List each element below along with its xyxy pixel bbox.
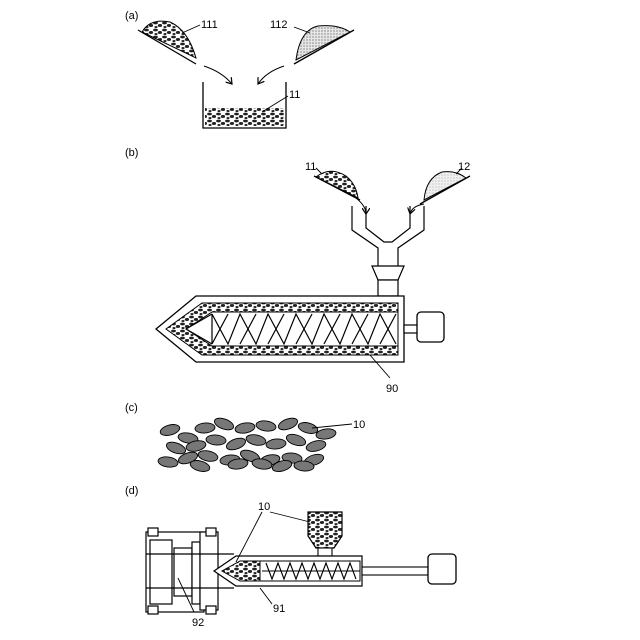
panel-d-label: (d) (125, 485, 138, 497)
ref-numeral-111: 111 (201, 19, 218, 31)
ref-numeral-11-b: 11 (305, 161, 316, 173)
input-pile-12 (420, 172, 470, 204)
pellet (195, 422, 216, 434)
ref-numeral-12: 12 (458, 161, 470, 173)
pellet (315, 428, 336, 441)
pellet (206, 434, 227, 446)
extruder-barrel (156, 296, 404, 362)
pellet (159, 423, 181, 438)
ref-numeral-11-a: 11 (289, 89, 300, 101)
hopper-throat (378, 280, 398, 296)
pellet-group (157, 416, 336, 474)
hopper (372, 266, 404, 280)
leader-line-10d-b (270, 512, 310, 522)
injection-shaft (362, 567, 428, 575)
powder-pile-left (138, 21, 196, 64)
leader-line-10c (312, 424, 352, 428)
pellet (277, 416, 299, 432)
ref-numeral-10-c: 10 (353, 419, 365, 431)
leader-line-10d-a (236, 512, 262, 562)
injection-motor (428, 554, 456, 584)
ref-numeral-112: 112 (270, 19, 288, 31)
arrow-right-to-container (258, 66, 284, 84)
pellet (157, 456, 178, 469)
ref-numeral-92: 92 (192, 617, 204, 629)
ref-numeral-90: 90 (386, 383, 398, 395)
arrow-feed-left (356, 198, 366, 214)
leader-line-91 (260, 588, 272, 604)
panel-b-label: (b) (125, 147, 138, 159)
input-pile-11 (314, 171, 360, 200)
leader-line-111 (182, 25, 200, 33)
panel-a-label: (a) (125, 10, 138, 22)
arrow-left-to-container (204, 66, 232, 84)
pellet (255, 420, 276, 433)
panel-a: (a) 111 112 11 (125, 10, 354, 128)
panel-b: (b) 11 12 (125, 147, 470, 395)
arrow-feed-right (410, 204, 424, 214)
pellet (213, 416, 235, 432)
pellet (245, 433, 267, 447)
panel-d: (d) (125, 485, 456, 629)
pellet (305, 439, 327, 454)
leader-line-112 (294, 27, 310, 33)
panel-c: (c) 10 (125, 402, 365, 474)
drive-motor (417, 312, 444, 342)
injection-hopper (308, 512, 342, 556)
leader-line-11b (316, 168, 322, 174)
feed-pipes (352, 206, 424, 266)
ref-numeral-91: 91 (273, 603, 285, 615)
ref-numeral-10-d: 10 (258, 501, 270, 513)
pellet (234, 421, 255, 434)
pellet (285, 432, 307, 448)
pellet (266, 438, 287, 450)
panel-c-label: (c) (125, 402, 138, 414)
pellet (225, 436, 247, 452)
powder-pile-right (294, 26, 354, 64)
drive-shaft (404, 325, 418, 333)
